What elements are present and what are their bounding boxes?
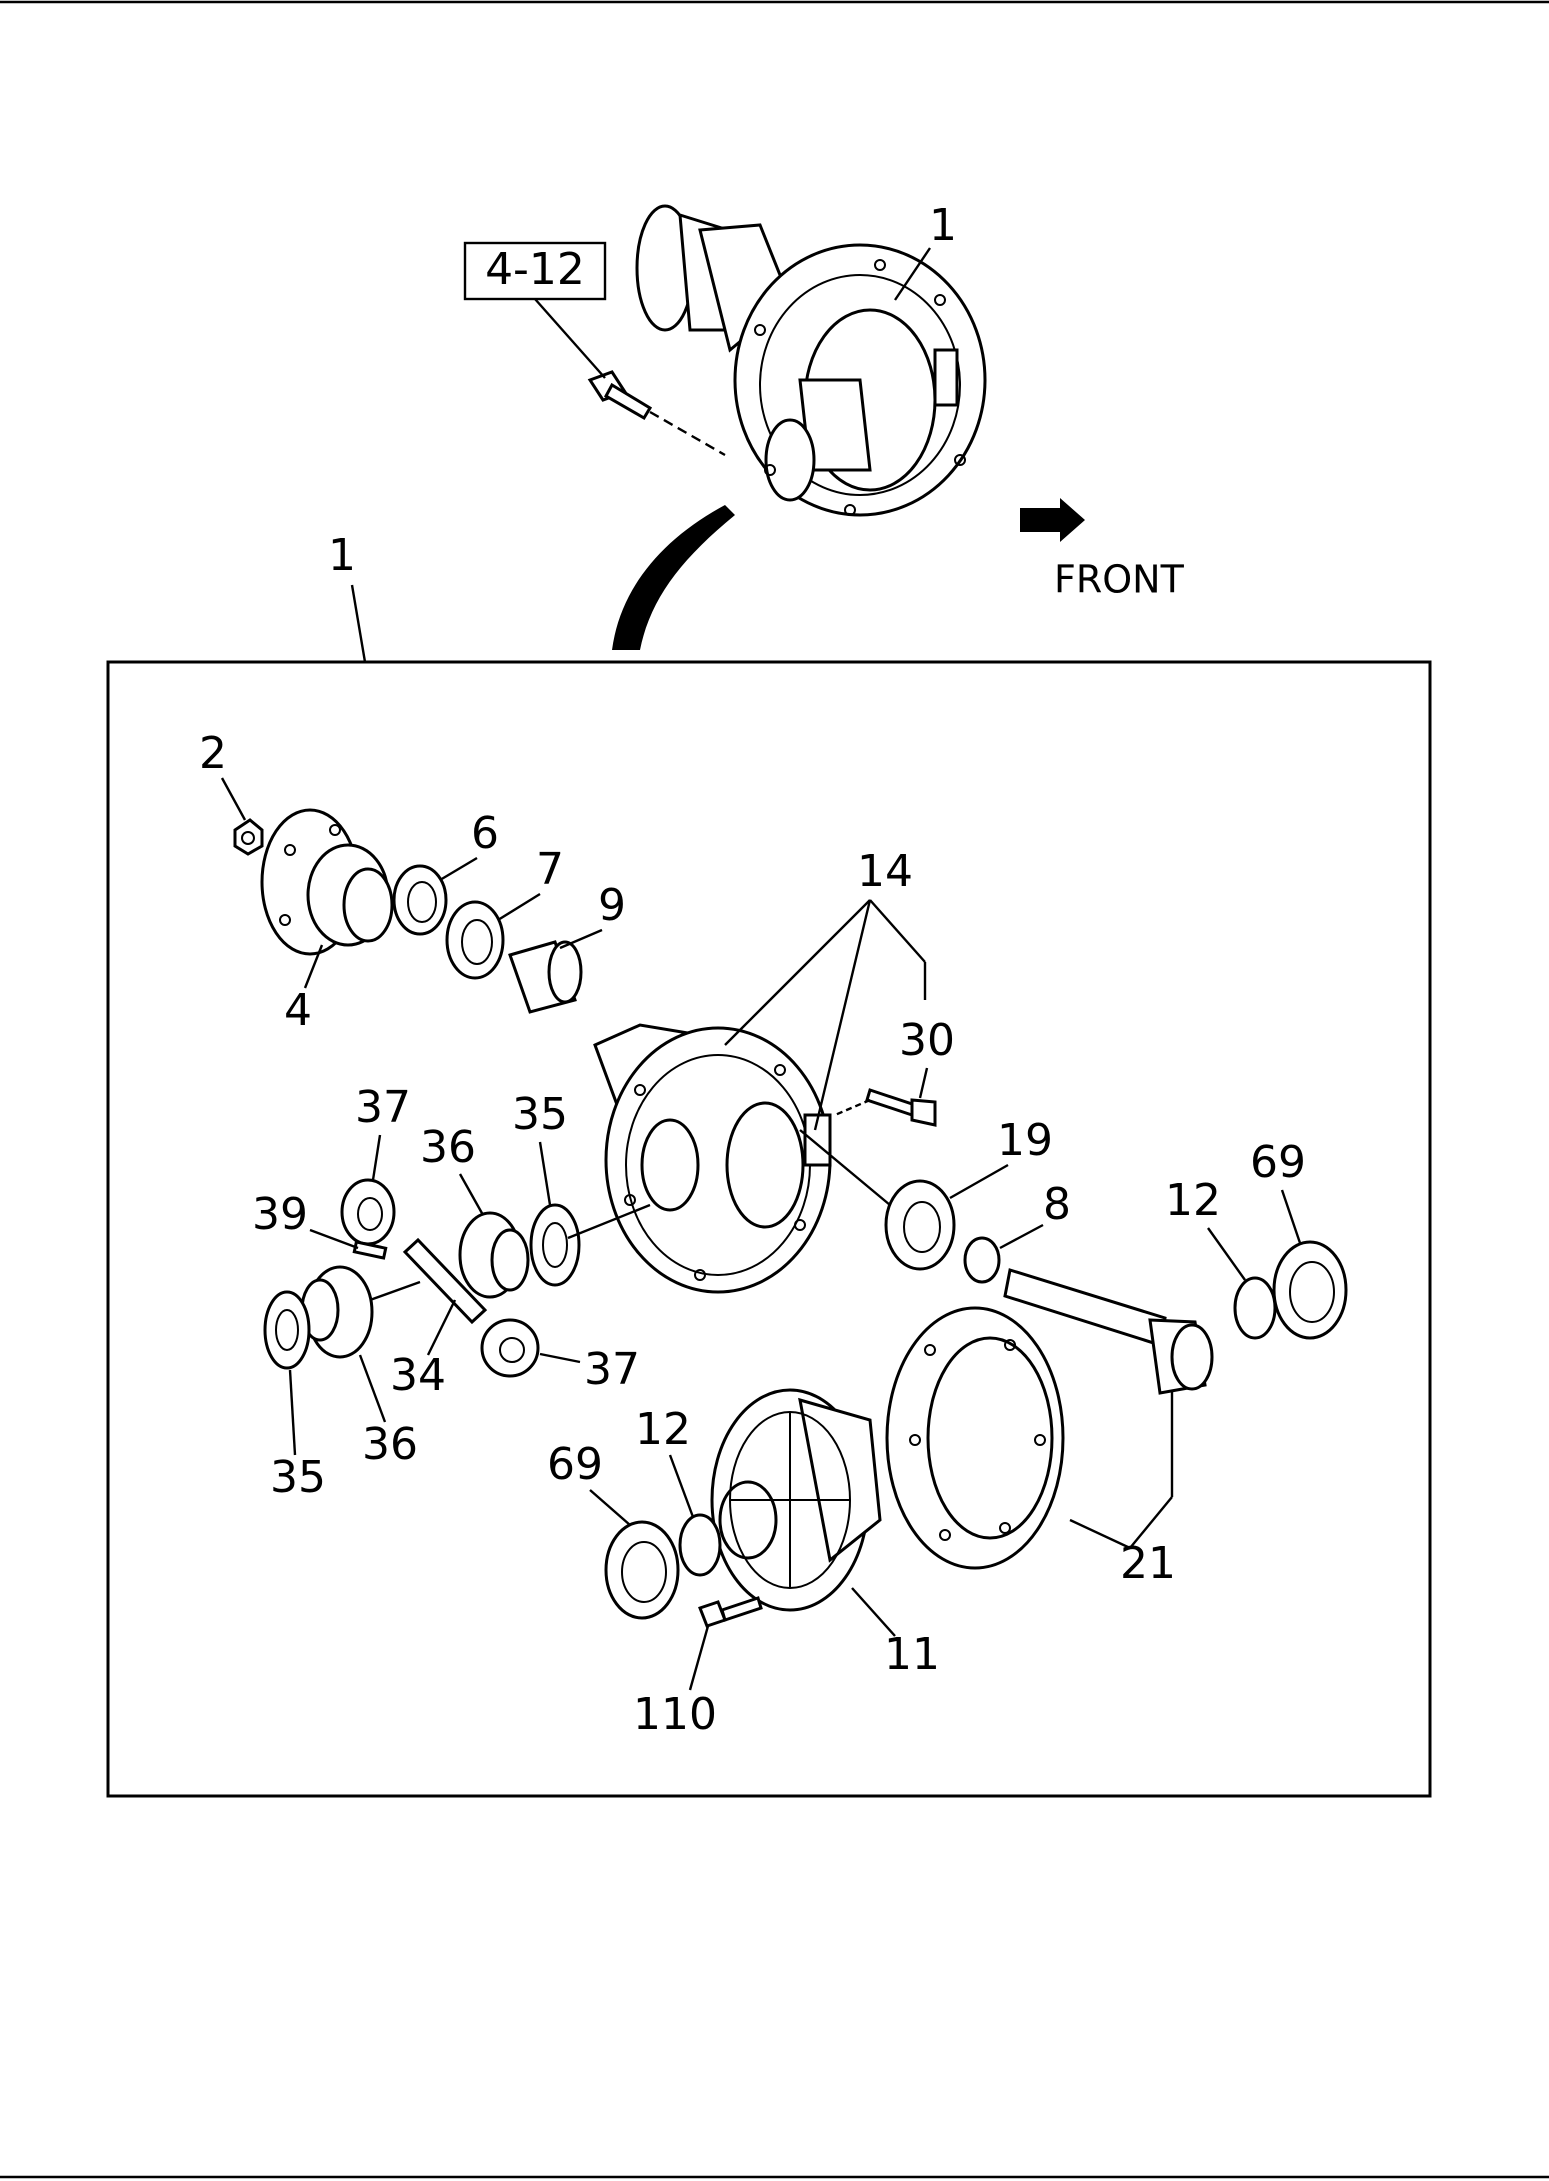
callout-35-lower: 35	[270, 1452, 326, 1503]
part-side-bearing-shim-left	[678, 1513, 722, 1577]
callout-37-lower: 37	[584, 1344, 640, 1395]
callout-11: 11	[884, 1629, 940, 1680]
callout-110: 110	[633, 1689, 717, 1740]
detail-pointer-arrow	[612, 505, 735, 650]
callout-37-upper: 37	[355, 1082, 411, 1133]
axle-housing-assembly	[635, 204, 987, 517]
callout-7: 7	[536, 844, 564, 895]
front-arrow-icon	[1020, 498, 1085, 542]
callout-19: 19	[997, 1115, 1053, 1166]
part-lock-pin	[352, 1240, 388, 1260]
callout-1-frame: 1	[328, 530, 356, 581]
detail-frame	[106, 660, 1432, 1798]
part-side-bearing-left	[604, 1520, 680, 1620]
callout-21: 21	[1120, 1538, 1176, 1589]
callout-69-left: 69	[547, 1439, 603, 1490]
part-pinion-gear-lower	[480, 1318, 540, 1378]
part-differential-case	[710, 1388, 882, 1612]
part-nut	[233, 818, 264, 856]
callout-2: 2	[199, 728, 227, 779]
part-pinion-shim	[963, 1236, 1001, 1284]
part-carrier-bolt	[865, 1088, 937, 1127]
part-collapsible-spacer	[508, 940, 583, 1014]
part-side-bearing-shim-right	[1233, 1276, 1277, 1340]
callout-36-lower: 36	[362, 1419, 418, 1470]
reference-box-label: 4-12	[485, 244, 585, 295]
callout-69-right: 69	[1250, 1137, 1306, 1188]
callout-9: 9	[598, 880, 626, 931]
callout-36-upper: 36	[420, 1122, 476, 1173]
part-pinion-bearing-inner	[884, 1179, 956, 1271]
housing-bolt	[587, 370, 726, 457]
callout-14: 14	[857, 846, 913, 897]
callout-12-right: 12	[1165, 1175, 1221, 1226]
part-pinion-bearing-outer	[445, 900, 505, 980]
callout-12-left: 12	[635, 1404, 691, 1455]
callout-1-top: 1	[929, 200, 957, 251]
part-carrier-housing	[593, 1023, 832, 1294]
part-oil-seal	[392, 864, 448, 936]
part-companion-flange	[260, 808, 394, 956]
callout-39: 39	[252, 1189, 308, 1240]
part-side-gear-lower	[300, 1265, 374, 1359]
part-side-bearing-right	[1272, 1240, 1348, 1340]
part-thrust-washer-lower	[263, 1290, 311, 1370]
callout-30: 30	[899, 1015, 955, 1066]
callout-6: 6	[471, 808, 499, 859]
part-pinion-gear-upper	[340, 1178, 396, 1246]
callout-34: 34	[390, 1350, 446, 1401]
front-direction-label: FRONT	[1054, 558, 1185, 602]
part-ring-gear-bolt	[698, 1596, 763, 1628]
part-ring-gear-pinion-set	[885, 1268, 1214, 1570]
callout-4: 4	[284, 985, 312, 1036]
callout-8: 8	[1043, 1179, 1071, 1230]
callout-35-upper: 35	[512, 1089, 568, 1140]
part-thrust-washer-upper	[529, 1203, 581, 1287]
part-side-gear-upper	[458, 1211, 530, 1299]
part-pinion-cross-shaft	[402, 1237, 488, 1325]
